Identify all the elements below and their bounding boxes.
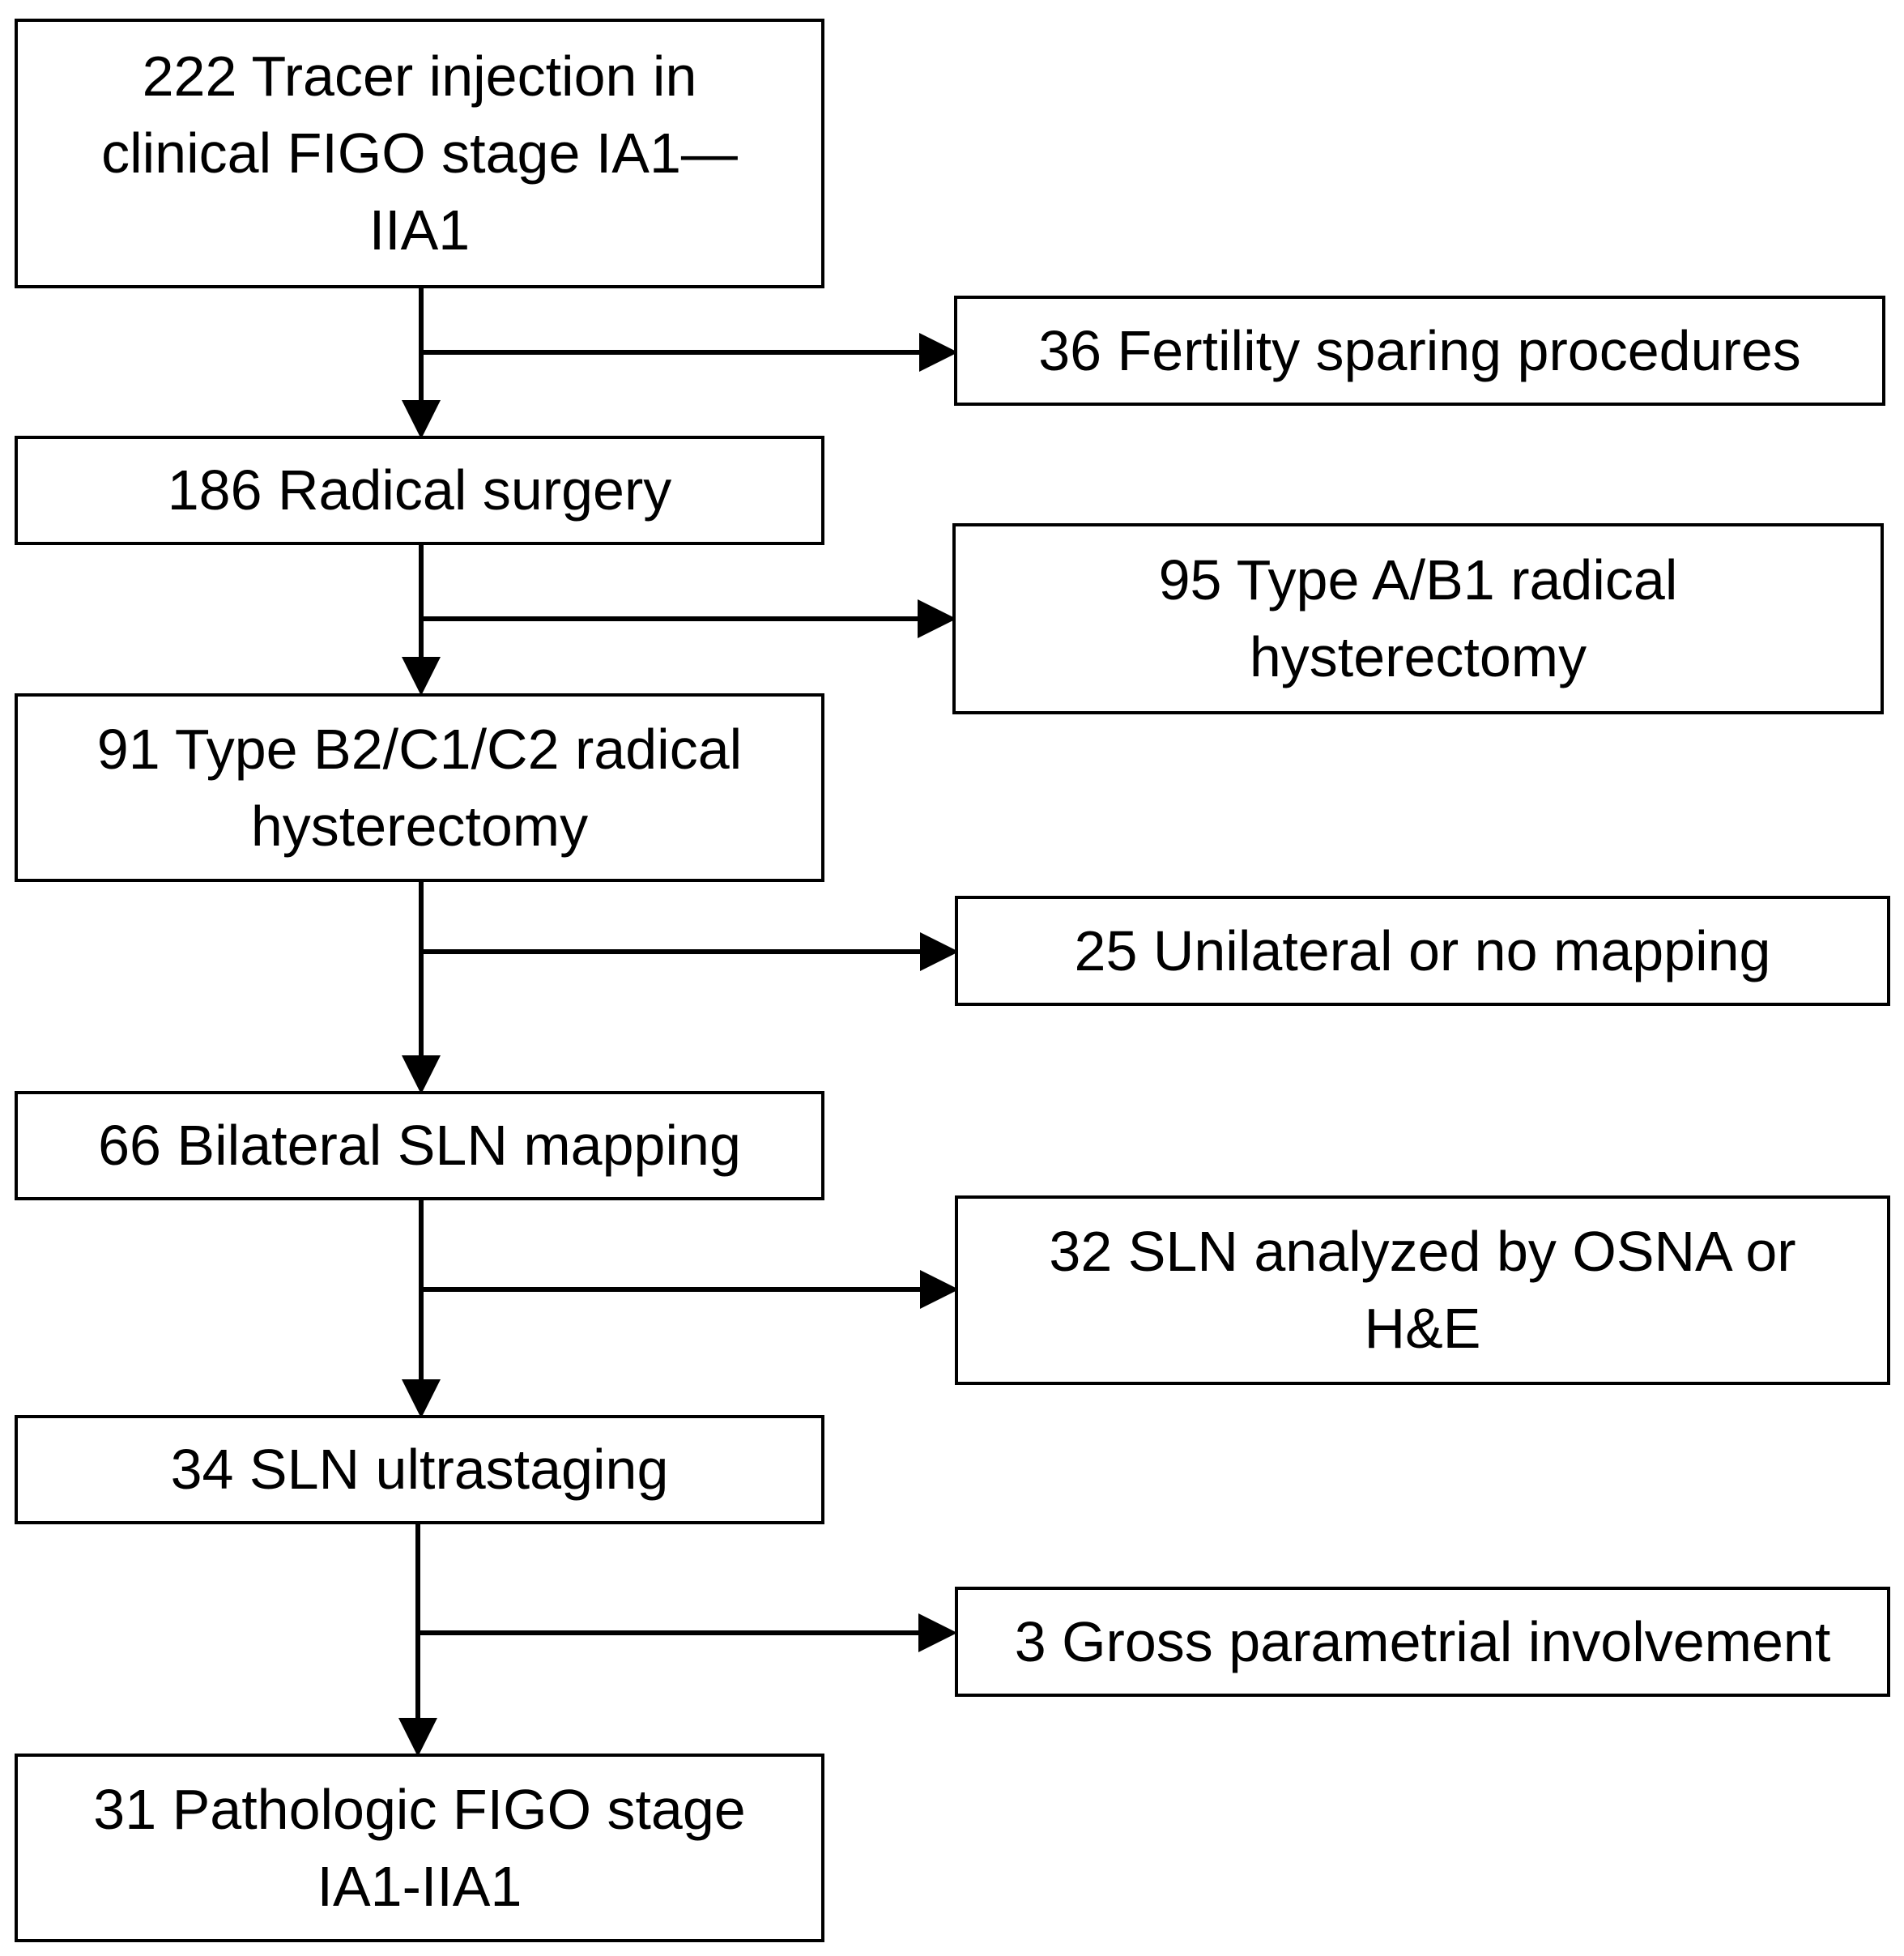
box-type-b2-c1-c2: 91 Type B2/C1/C2 radical hysterectomy [15, 693, 824, 882]
box-radical-surgery-text: 186 Radical surgery [167, 458, 672, 522]
box-sln-osna-he-text: 32 SLN analyzed by OSNA or H&E [1049, 1220, 1796, 1360]
box-tracer-injection: 222 Tracer injection in clinical FIGO st… [15, 19, 824, 288]
box-radical-surgery: 186 Radical surgery [15, 436, 824, 545]
box-pathologic-figo-stage-text: 31 Pathologic FIGO stage IA1-IIA1 [93, 1777, 746, 1918]
box-pathologic-figo-stage: 31 Pathologic FIGO stage IA1-IIA1 [15, 1754, 824, 1942]
box-fertility-sparing-text: 36 Fertility sparing procedures [1038, 318, 1801, 382]
box-sln-ultrastaging-text: 34 SLN ultrastaging [170, 1438, 669, 1501]
box-sln-osna-he: 32 SLN analyzed by OSNA or H&E [955, 1195, 1890, 1385]
box-sln-ultrastaging: 34 SLN ultrastaging [15, 1415, 824, 1524]
box-unilateral-no-mapping-text: 25 Unilateral or no mapping [1074, 918, 1771, 982]
box-fertility-sparing: 36 Fertility sparing procedures [954, 296, 1885, 406]
box-unilateral-no-mapping: 25 Unilateral or no mapping [955, 896, 1890, 1006]
box-gross-parametrial: 3 Gross parametrial involvement [955, 1587, 1890, 1697]
box-type-a-b1: 95 Type A/B1 radical hysterectomy [952, 523, 1884, 714]
box-type-b2-c1-c2-text: 91 Type B2/C1/C2 radical hysterectomy [96, 717, 743, 858]
box-tracer-injection-text: 222 Tracer injection in clinical FIGO st… [101, 45, 738, 262]
box-type-a-b1-text: 95 Type A/B1 radical hysterectomy [1158, 548, 1678, 688]
box-bilateral-sln-mapping: 66 Bilateral SLN mapping [15, 1091, 824, 1200]
box-gross-parametrial-text: 3 Gross parametrial involvement [1014, 1609, 1831, 1673]
box-bilateral-sln-mapping-text: 66 Bilateral SLN mapping [98, 1114, 741, 1177]
